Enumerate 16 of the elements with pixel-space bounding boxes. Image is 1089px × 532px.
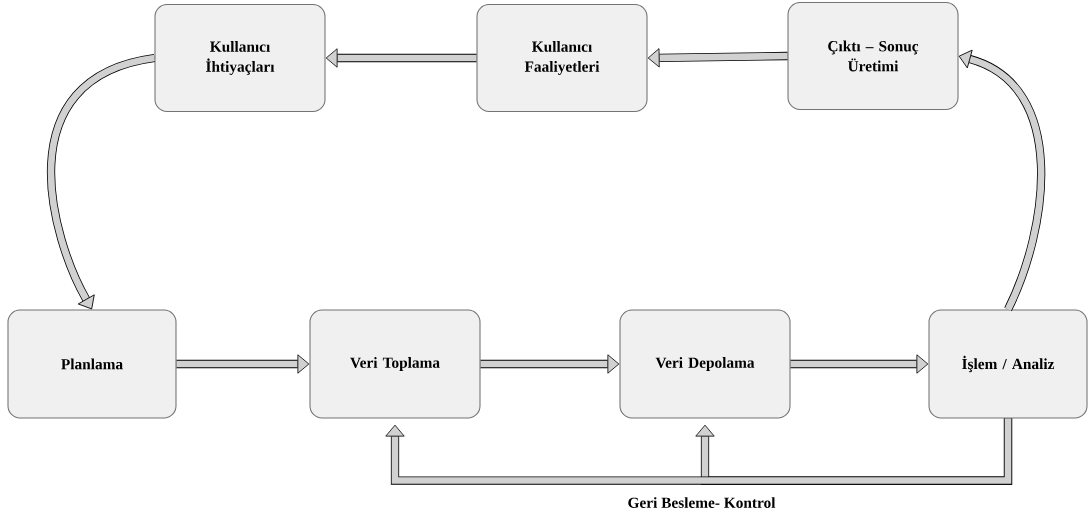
block-arrow [647, 48, 788, 68]
block-arrow [480, 354, 620, 374]
process-box: Kullanıcı İhtiyaçları [154, 4, 326, 112]
block-arrow [325, 48, 477, 68]
block-arrow [958, 49, 1046, 312]
block-arrow [385, 418, 1013, 485]
process-box: Çıktı – Sonuç Üretimi [787, 2, 959, 110]
process-box: Planlama [7, 309, 177, 419]
process-box: Veri Depolama [619, 309, 791, 419]
process-box: Veri Toplama [309, 309, 481, 419]
process-box: Kullanıcı Faaliyetleri [476, 4, 648, 112]
block-arrow [790, 354, 929, 374]
block-arrow [176, 354, 310, 374]
process-box: İşlem / Analiz [928, 309, 1088, 419]
edge-label: Geri Besleme- Kontrol [628, 497, 776, 508]
block-arrow [47, 53, 156, 310]
